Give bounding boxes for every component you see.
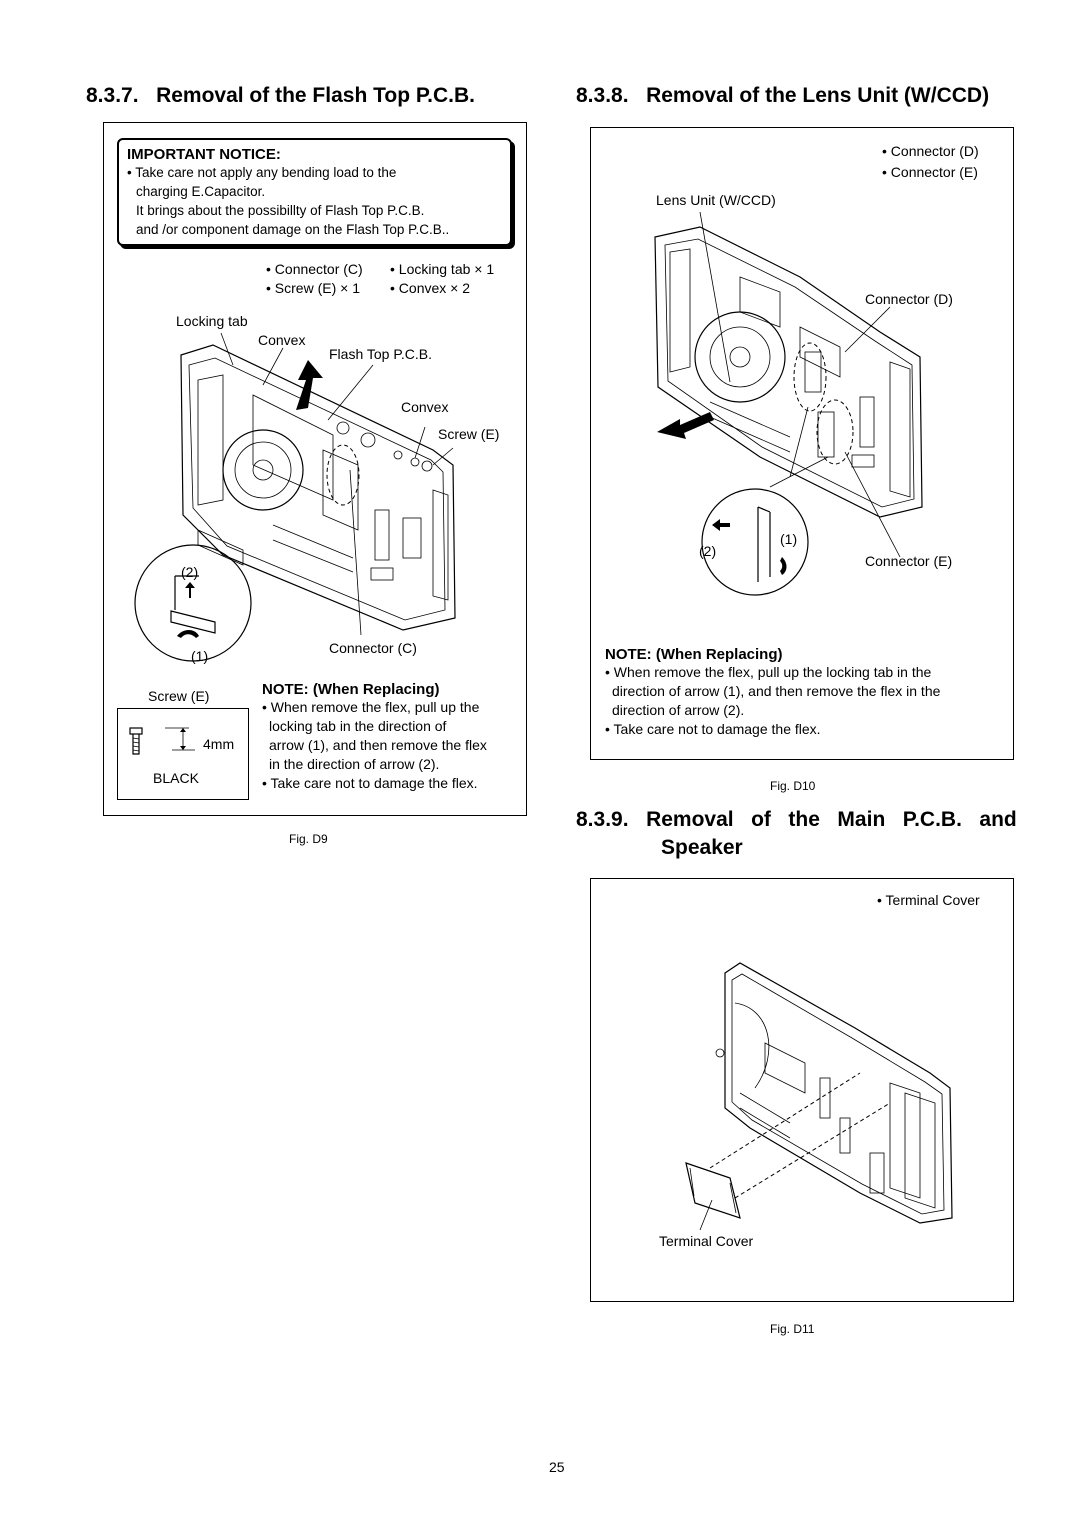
note-when-replacing: NOTE: (When Replacing) • When remove the…: [262, 681, 487, 793]
callout-arrow-1: (1): [780, 531, 798, 547]
note-when-replacing: NOTE: (When Replacing) • When remove the…: [605, 646, 940, 739]
section-heading-839: 8.3.9. Removal of the Main P.C.B. and: [576, 808, 1017, 832]
parts-item: • Convex × 2: [390, 280, 471, 296]
lens-unit-diagram: [654, 211, 923, 596]
note-line: arrow (1), and then remove the flex: [269, 737, 487, 753]
notice-line: • Take care not apply any bending load t…: [127, 165, 397, 180]
note-line: • Take care not to damage the flex.: [262, 775, 478, 791]
note-line: locking tab in the direction of: [269, 718, 447, 734]
note-line: direction of arrow (1), and then remove …: [612, 683, 941, 699]
callout-arrow-2: (2): [181, 564, 199, 580]
main-pcb-diagram: [685, 962, 953, 1231]
note-title: NOTE: (When Replacing): [262, 681, 440, 698]
note-line: • When remove the flex, pull up the: [262, 699, 480, 715]
figure-caption-d10: Fig. D10: [770, 779, 816, 793]
figure-d10-frame: [590, 127, 1014, 760]
section-heading-837: 8.3.7. Removal of the Flash Top P.C.B.: [86, 84, 475, 108]
callout-connector-c: Connector (C): [329, 640, 417, 656]
screw-spec-box: [117, 708, 249, 800]
section-number: 8.3.9.: [576, 808, 629, 831]
important-notice: IMPORTANT NOTICE: • Take care not apply …: [117, 138, 512, 246]
figure-d9-frame: [103, 122, 527, 816]
notice-title: IMPORTANT NOTICE:: [127, 146, 281, 163]
parts-item: • Connector (E): [882, 164, 978, 180]
screw-size: 4mm: [203, 736, 235, 752]
callout-flash-top-pcb: Flash Top P.C.B.: [329, 346, 432, 362]
section-number: 8.3.8.: [576, 84, 629, 107]
callout-connector-d: Connector (D): [865, 291, 953, 307]
callout-locking-tab: Locking tab: [176, 313, 248, 329]
callout-convex: Convex: [401, 399, 449, 415]
callout-screw-e: Screw (E): [438, 426, 500, 442]
note-title: NOTE: (When Replacing): [605, 646, 783, 663]
flash-top-pcb-diagram: [134, 332, 456, 662]
section-heading-839-line2: Speaker: [661, 836, 743, 859]
figure-caption-d9: Fig. D9: [289, 832, 328, 846]
callout-terminal-cover: Terminal Cover: [659, 1233, 754, 1249]
section-number: 8.3.7.: [86, 84, 139, 107]
section-title: Removal of the Main P.C.B. and: [646, 808, 1017, 831]
notice-line: and /or component damage on the Flash To…: [136, 222, 450, 237]
parts-item: • Locking tab × 1: [390, 261, 495, 277]
note-line: • When remove the flex, pull up the lock…: [605, 664, 932, 680]
callout-lens-unit: Lens Unit (W/CCD): [656, 192, 776, 208]
section-heading-838: 8.3.8. Removal of the Lens Unit (W/CCD): [576, 84, 989, 108]
notice-line: It brings about the possibillty of Flash…: [136, 203, 425, 218]
figure-d11-frame: [590, 878, 1014, 1302]
parts-item: • Connector (D): [882, 143, 979, 159]
notice-line: charging E.Capacitor.: [136, 184, 266, 199]
callout-arrow-1: (1): [191, 648, 209, 664]
screw-icon: [129, 727, 195, 755]
parts-item: • Connector (C): [266, 261, 363, 277]
section-title: Removal of the Flash Top P.C.B.: [156, 84, 475, 107]
note-line: • Take care not to damage the flex.: [605, 721, 821, 737]
section-title: Removal of the Lens Unit (W/CCD): [646, 84, 990, 107]
callout-connector-e: Connector (E): [865, 553, 953, 569]
callout-convex: Convex: [258, 332, 306, 348]
screw-color: BLACK: [153, 770, 199, 786]
note-line: in the direction of arrow (2).: [269, 756, 440, 772]
screw-label: Screw (E): [148, 688, 210, 704]
page-number: 25: [549, 1459, 565, 1475]
parts-item: • Screw (E) × 1: [266, 280, 360, 296]
parts-item: • Terminal Cover: [877, 892, 980, 908]
note-line: direction of arrow (2).: [612, 702, 745, 718]
figure-caption-d11: Fig. D11: [770, 1322, 815, 1336]
